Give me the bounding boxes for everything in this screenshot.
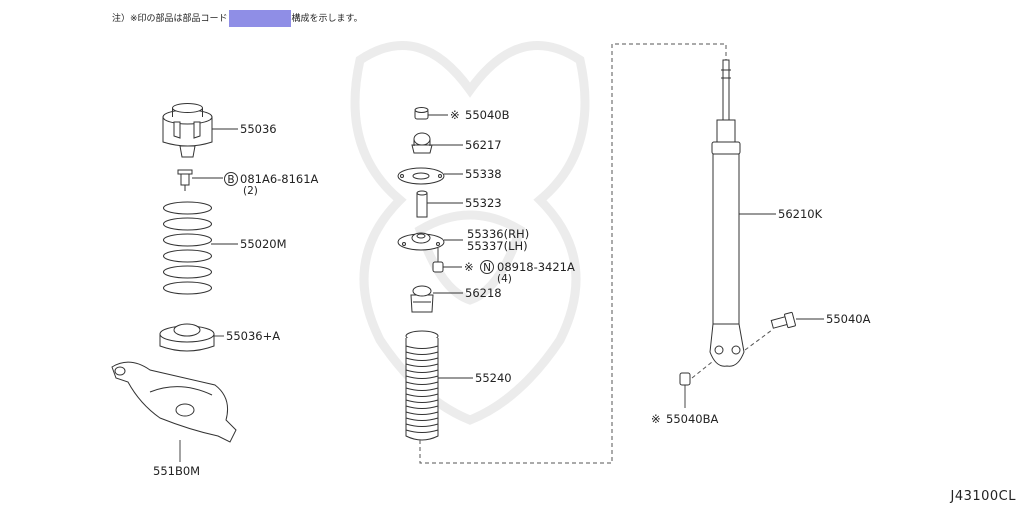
bolt-b-marker-letter: B bbox=[227, 174, 234, 186]
part-55336-55337[interactable] bbox=[397, 232, 445, 251]
label-55240: 55240 bbox=[475, 371, 512, 385]
label-08918-3421a: 08918-3421A bbox=[497, 260, 575, 274]
part-55338[interactable] bbox=[397, 167, 445, 185]
label-081a6-qty: (2) bbox=[243, 185, 258, 197]
part-55036[interactable] bbox=[162, 103, 213, 158]
label-55036: 55036 bbox=[240, 122, 277, 136]
label-56217: 56217 bbox=[465, 138, 502, 152]
label-55036-a: 55036+A bbox=[226, 329, 280, 343]
nut-n-marker-letter: N bbox=[483, 262, 491, 274]
note-text: 注）※印の部品は部品コード 構成を示します。 bbox=[112, 10, 363, 27]
part-55020m[interactable] bbox=[163, 201, 212, 295]
part-55040ba[interactable] bbox=[679, 361, 713, 408]
part-code-highlight bbox=[228, 10, 291, 27]
note-prefix: 注）※印の部品は部品コード bbox=[112, 14, 228, 24]
part-551b0m[interactable] bbox=[111, 361, 237, 443]
label-55323: 55323 bbox=[465, 196, 502, 210]
diagram-code: J43100CL bbox=[950, 489, 1016, 504]
part-55040b[interactable] bbox=[414, 107, 429, 120]
label-551b0m: 551B0M bbox=[153, 464, 200, 478]
label-55040ba: 55040BA bbox=[666, 412, 718, 426]
asterisk-08918: ※ bbox=[464, 260, 474, 274]
asterisk-55040ba: ※ bbox=[651, 412, 661, 426]
part-081a6-8161a[interactable] bbox=[177, 169, 193, 191]
nut-n-marker: N bbox=[480, 260, 494, 274]
label-55040b: 55040B bbox=[465, 108, 510, 122]
part-56218[interactable] bbox=[410, 285, 434, 313]
note-suffix: 構成を示します。 bbox=[291, 14, 363, 24]
label-55040a: 55040A bbox=[826, 312, 871, 326]
label-55020m: 55020M bbox=[240, 237, 287, 251]
label-55338: 55338 bbox=[465, 167, 502, 181]
label-081a6-8161a: 081A6-8161A bbox=[240, 172, 319, 186]
part-55040a[interactable] bbox=[744, 311, 796, 351]
label-08918-qty: (4) bbox=[497, 273, 512, 285]
label-56210k: 56210K bbox=[778, 207, 823, 221]
asterisk-55040b: ※ bbox=[450, 108, 460, 122]
watermark-emblem bbox=[350, 41, 590, 425]
part-56217[interactable] bbox=[411, 132, 433, 154]
label-55337-lh: 55337(LH) bbox=[467, 239, 528, 253]
label-56218: 56218 bbox=[465, 286, 502, 300]
part-55036-a[interactable] bbox=[159, 323, 215, 352]
part-56210k[interactable] bbox=[709, 59, 745, 367]
bolt-b-marker: B bbox=[224, 172, 238, 186]
part-55240[interactable] bbox=[405, 330, 439, 441]
assembly-outline bbox=[419, 43, 727, 464]
part-55323[interactable] bbox=[416, 190, 428, 218]
label-55336-rh: 55336(RH) bbox=[467, 227, 529, 241]
